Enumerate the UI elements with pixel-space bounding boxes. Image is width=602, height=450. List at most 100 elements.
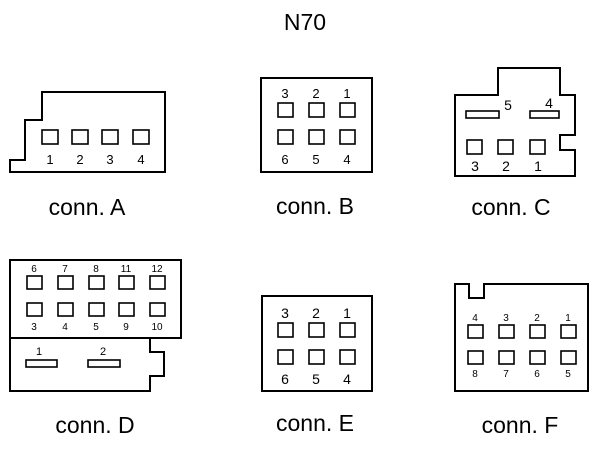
connector-f-caption: conn. F <box>482 412 559 438</box>
connector-d-pin-label: 7 <box>62 264 68 275</box>
connector-f-pin <box>498 350 515 365</box>
connector-e-caption: conn. E <box>276 410 354 436</box>
connector-d-pin-label: 6 <box>31 264 37 275</box>
connector-a-pin <box>41 129 59 145</box>
connector-e-pin <box>277 349 294 365</box>
connector-f: 4 3 2 1 8 7 6 5 conn. F <box>454 283 589 438</box>
connector-d-pin <box>88 275 105 290</box>
connector-c-pin-label: 5 <box>504 97 512 113</box>
connector-f-pin-label: 6 <box>534 369 540 380</box>
connector-a-pin <box>132 129 150 145</box>
connector-e-pin-label: 1 <box>343 305 351 321</box>
connector-d-housing <box>9 259 182 392</box>
connector-d-pin <box>118 302 135 317</box>
connector-a-pin-label: 1 <box>46 152 53 167</box>
connector-e-pin <box>308 349 325 365</box>
connector-d-pin-label: 1 <box>36 346 42 358</box>
connector-f-pin <box>560 350 577 365</box>
connector-f-housing <box>454 283 589 392</box>
connector-d-pin <box>57 275 74 290</box>
connector-c-pin <box>497 139 514 155</box>
connector-a-pin-label: 2 <box>76 152 83 167</box>
connector-d-pin <box>25 359 58 368</box>
connector-d-pin <box>149 275 166 290</box>
connector-c-pin-label: 3 <box>471 158 479 174</box>
connector-d-pin <box>57 302 74 317</box>
connector-d-pin-label: 11 <box>121 264 132 275</box>
connector-e-pin-label: 2 <box>312 305 320 321</box>
connector-e-housing <box>261 295 373 392</box>
connector-f-pin <box>498 324 515 339</box>
connector-d-pin-label: 3 <box>31 322 37 333</box>
connector-d-pin-label: 8 <box>93 264 99 275</box>
connector-f-pin <box>467 350 484 365</box>
connector-e-pin <box>339 349 356 365</box>
connector-c-pin-label: 2 <box>502 158 510 174</box>
connector-d-pin <box>88 302 105 317</box>
connector-a-caption: conn. A <box>49 194 126 220</box>
connector-e-pin-label: 6 <box>281 371 289 387</box>
connector-a-pin-label: 3 <box>106 152 113 167</box>
connector-f-pin-label: 8 <box>472 369 478 380</box>
connector-b: 3 2 1 6 5 4 conn. B <box>260 77 373 219</box>
connector-f-pin <box>529 324 546 339</box>
connector-d-pin-label: 5 <box>93 322 99 333</box>
connector-e: 3 2 1 6 5 4 conn. E <box>261 295 373 436</box>
connector-d-pin <box>26 275 43 290</box>
connector-b-pin <box>339 102 356 118</box>
connector-c-pin <box>529 139 546 155</box>
connector-e-pin <box>308 322 325 338</box>
connector-b-pin <box>277 102 294 118</box>
connector-c-pin <box>465 110 500 119</box>
connector-f-pin <box>467 324 484 339</box>
connector-d-pin <box>26 302 43 317</box>
connector-d-caption: conn. D <box>55 412 134 438</box>
connector-a-pin <box>101 129 119 145</box>
connector-b-pin <box>308 129 325 145</box>
connector-c: 5 4 3 2 1 conn. C <box>454 67 576 220</box>
connector-f-pin <box>560 324 577 339</box>
connector-b-pin-label: 3 <box>281 86 288 101</box>
connector-d-pin-label: 4 <box>62 322 68 333</box>
connector-f-pin <box>529 350 546 365</box>
connector-d-pin-label: 10 <box>151 322 163 333</box>
connector-f-pin-label: 7 <box>503 369 509 380</box>
connector-b-caption: conn. B <box>276 193 354 219</box>
connector-b-pin <box>277 129 294 145</box>
connector-d: 6 7 8 11 12 3 4 5 9 10 1 2 conn. D <box>9 259 182 438</box>
connector-f-pin-label: 1 <box>565 313 571 324</box>
connector-a-pin-label: 4 <box>137 152 144 167</box>
connector-d-pin-label: 9 <box>123 322 129 333</box>
connector-b-housing <box>260 77 373 173</box>
connector-e-pin-label: 3 <box>281 305 289 321</box>
connector-b-pin-label: 1 <box>343 86 350 101</box>
connector-b-pin-label: 6 <box>281 152 288 167</box>
connector-e-pin <box>339 322 356 338</box>
connector-e-pin-label: 4 <box>343 371 351 387</box>
connector-b-pin-label: 4 <box>343 152 350 167</box>
connector-c-pin <box>466 139 483 155</box>
connector-f-pin-label: 2 <box>534 313 540 324</box>
connector-c-pin-label: 1 <box>534 158 542 174</box>
connector-b-pin <box>339 129 356 145</box>
diagram-title: N70 <box>284 9 326 35</box>
connector-d-pin <box>87 359 121 368</box>
connector-b-pin <box>308 102 325 118</box>
connector-a: 1 2 3 4 conn. A <box>9 91 166 220</box>
connector-f-pin-label: 5 <box>565 369 571 380</box>
connector-f-pin-label: 4 <box>472 313 478 324</box>
connector-b-pin-label: 5 <box>312 152 319 167</box>
connector-a-pin <box>71 129 89 145</box>
connector-d-pin <box>118 275 135 290</box>
connector-d-pin-label: 2 <box>100 346 106 358</box>
connector-f-pin-label: 3 <box>503 313 509 324</box>
connector-b-pin-label: 2 <box>312 86 319 101</box>
connector-c-caption: conn. C <box>471 194 550 220</box>
connector-d-pin-label: 12 <box>151 264 163 275</box>
connector-c-pin-label: 4 <box>545 95 553 111</box>
connector-d-pin <box>149 302 166 317</box>
connector-e-pin-label: 5 <box>312 371 320 387</box>
connector-c-pin <box>529 110 560 119</box>
connector-e-pin <box>277 322 294 338</box>
